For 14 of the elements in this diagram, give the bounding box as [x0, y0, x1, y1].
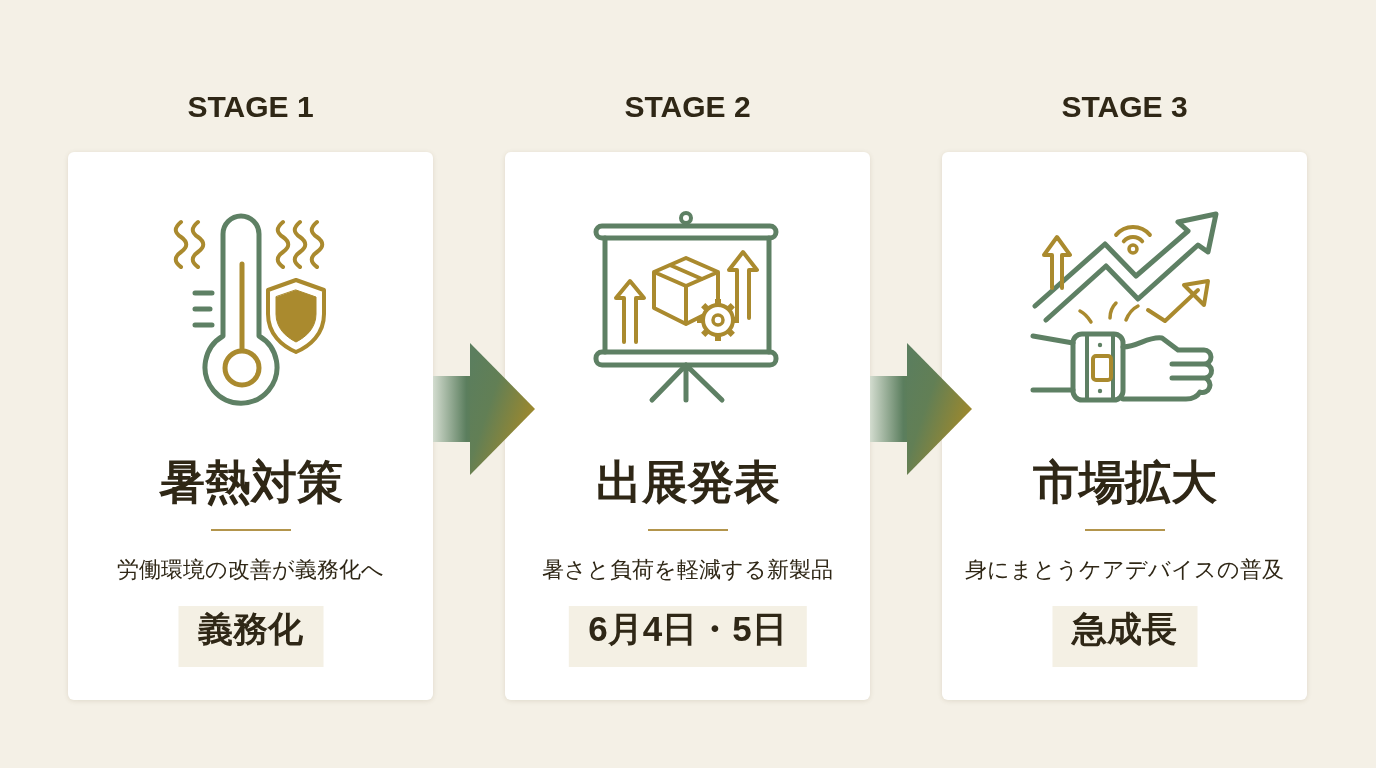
stage-title: 市場拡大	[1032, 456, 1217, 510]
stage-heading: STAGE 1	[187, 90, 314, 125]
stage-heading: STAGE 2	[624, 90, 751, 125]
stage-description: 暑さと負荷を軽減する新製品	[542, 556, 833, 584]
arrow	[433, 343, 535, 475]
highlight-badge: 義務化	[178, 606, 323, 667]
highlight-badge: 急成長	[1052, 606, 1197, 667]
stage-title: 出展発表	[595, 456, 780, 510]
arrow	[870, 343, 972, 475]
stage-description: 労働環境の改善が義務化へ	[117, 556, 384, 584]
highlight-badge: 6月4日・5日	[568, 606, 807, 667]
stage-title: 暑熱対策	[158, 456, 343, 510]
stage-heading: STAGE 3	[1061, 90, 1188, 125]
stage-description: 身にまとうケアデバイスの普及	[965, 556, 1284, 584]
